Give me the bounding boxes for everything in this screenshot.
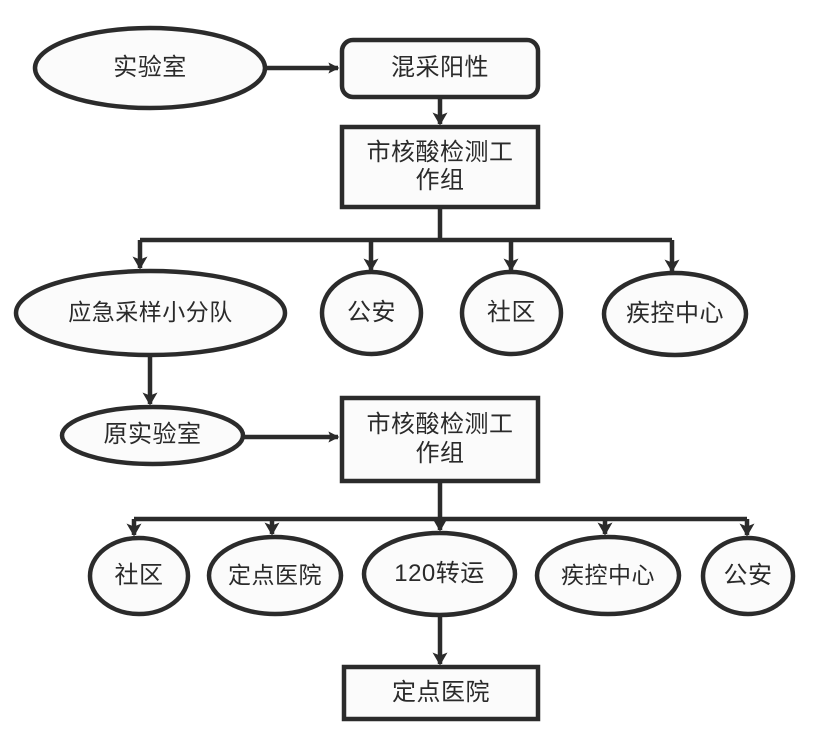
node-shape-hospital-2[interactable] xyxy=(341,664,541,722)
node-shape-lab[interactable] xyxy=(32,25,268,111)
node-shape-community-2[interactable] xyxy=(87,535,191,617)
node-shape-sampling-team[interactable] xyxy=(13,268,288,358)
node-shape-community-1[interactable] xyxy=(459,269,564,357)
node-shape-hospital-1[interactable] xyxy=(206,534,344,617)
node-shape-transfer-120[interactable] xyxy=(361,530,518,618)
node-shape-origin-lab[interactable] xyxy=(59,404,246,467)
node-shape-police-2[interactable] xyxy=(700,535,796,617)
node-shape-city-group-2[interactable] xyxy=(339,395,541,484)
node-shape-police-1[interactable] xyxy=(319,269,424,357)
node-shape-cdc-1[interactable] xyxy=(601,270,749,358)
node-shape-cdc-2[interactable] xyxy=(534,534,682,617)
node-shape-city-group-1[interactable] xyxy=(339,124,541,210)
node-shape-pooled-pos[interactable] xyxy=(339,37,541,100)
